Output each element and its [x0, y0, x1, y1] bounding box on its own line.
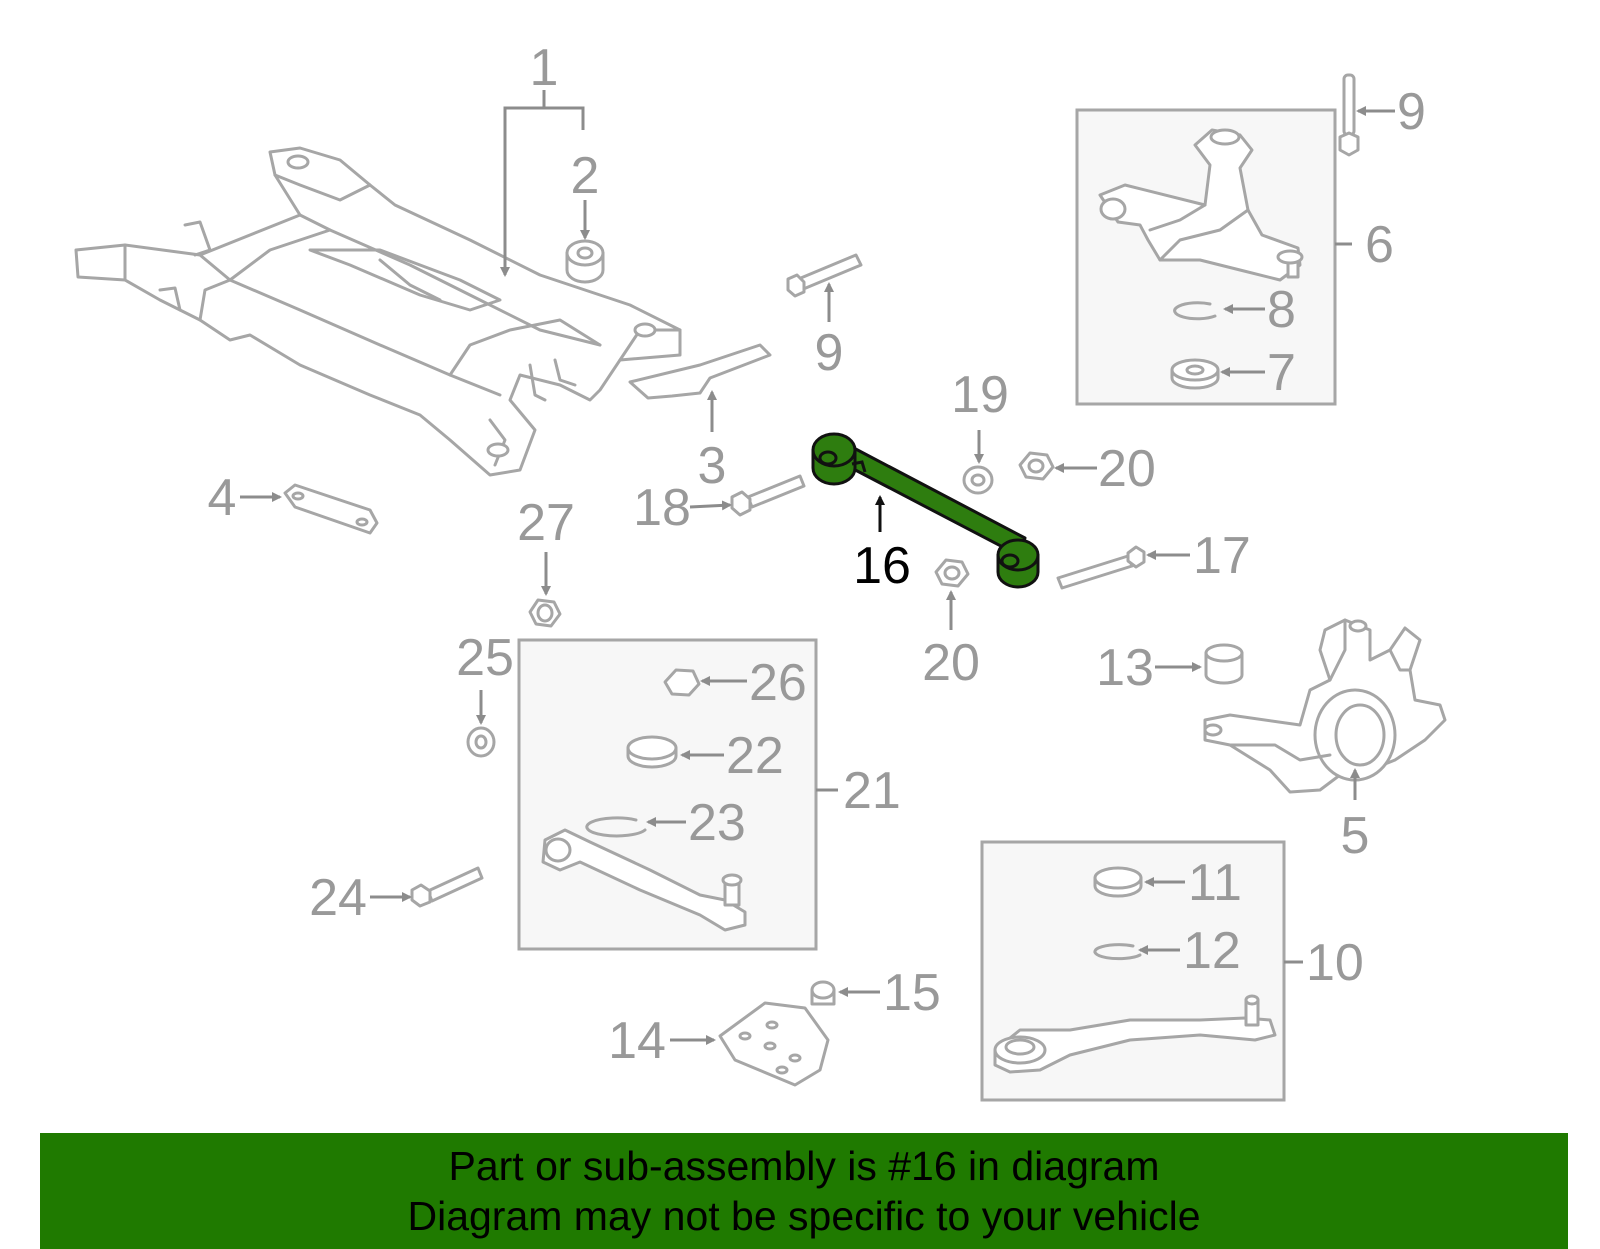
plate-part-14 [718, 1001, 830, 1087]
callout-13: 13 [1096, 639, 1154, 697]
upper-arm-part [1098, 128, 1304, 282]
callout-3: 3 [698, 437, 727, 495]
bolt-part-24 [410, 866, 484, 908]
callout-10: 10 [1306, 934, 1364, 992]
nut-part-26 [663, 668, 701, 697]
clip-ring-part [1173, 301, 1217, 321]
banner-line-2: Diagram may not be specific to your vehi… [407, 1193, 1201, 1239]
callout-9-center: 9 [815, 324, 844, 382]
callout-6: 6 [1365, 216, 1394, 274]
callout-15: 15 [883, 964, 941, 1022]
callout-25: 25 [456, 629, 514, 687]
bolt-part-9-center [786, 253, 863, 298]
callout-17: 17 [1193, 527, 1251, 585]
bushing-part [565, 239, 605, 284]
callout-18: 18 [633, 479, 691, 537]
callout-27: 27 [517, 494, 575, 552]
knuckle-part-5 [1203, 618, 1447, 794]
callout-20-upper: 20 [1098, 440, 1156, 498]
callout-26: 26 [749, 654, 807, 712]
washer-part-25 [466, 726, 496, 758]
info-banner: Part or sub-assembly is #16 in diagram D… [40, 1133, 1568, 1249]
callout-11: 11 [1188, 854, 1242, 912]
clip-part-23 [585, 816, 647, 838]
banner-line-1: Part or sub-assembly is #16 in diagram [448, 1143, 1160, 1189]
bracket-part [628, 343, 772, 400]
washer-part-19 [962, 465, 994, 495]
callout-16: 16 [853, 537, 911, 595]
callout-20-lower: 20 [922, 634, 980, 692]
callout-9-top: 9 [1397, 83, 1426, 141]
callout-2: 2 [571, 147, 600, 205]
bushing-part-13 [1204, 643, 1244, 685]
lower-arm-part-21 [541, 828, 747, 932]
plug-part-15 [810, 980, 836, 1006]
subframe-part [74, 146, 682, 477]
callout-22: 22 [726, 727, 784, 785]
callout-1: 1 [530, 39, 559, 97]
nut-part-20-upper [1018, 451, 1055, 481]
nut-part-20-lower [934, 558, 970, 588]
leader-lines [240, 90, 1395, 1045]
callout-5: 5 [1341, 807, 1370, 865]
callout-8: 8 [1267, 281, 1296, 339]
lateral-link-part-16 [811, 432, 1040, 589]
lower-arm-part-10 [993, 994, 1277, 1074]
callout-14: 14 [608, 1012, 666, 1070]
bolt-part-18 [730, 474, 806, 517]
callout-4: 4 [208, 469, 237, 527]
callout-12: 12 [1183, 922, 1241, 980]
callout-21: 21 [843, 762, 901, 820]
callout-19: 19 [951, 366, 1009, 424]
clip-part-12 [1093, 943, 1142, 961]
callout-24: 24 [309, 869, 367, 927]
washer-part-7 [1170, 358, 1220, 390]
plate-part [283, 483, 379, 535]
callout-23: 23 [688, 794, 746, 852]
nut-part-27 [528, 598, 562, 628]
dust-boot-part-11 [1093, 866, 1143, 898]
callout-7: 7 [1267, 344, 1296, 402]
callout-labels: 1 2 3 4 5 6 7 8 9 9 10 11 12 13 14 15 16… [208, 39, 1426, 1070]
dust-boot-part-22 [626, 735, 678, 769]
bolt-part-17 [1056, 545, 1146, 590]
bolt-part-9-top [1338, 73, 1360, 157]
